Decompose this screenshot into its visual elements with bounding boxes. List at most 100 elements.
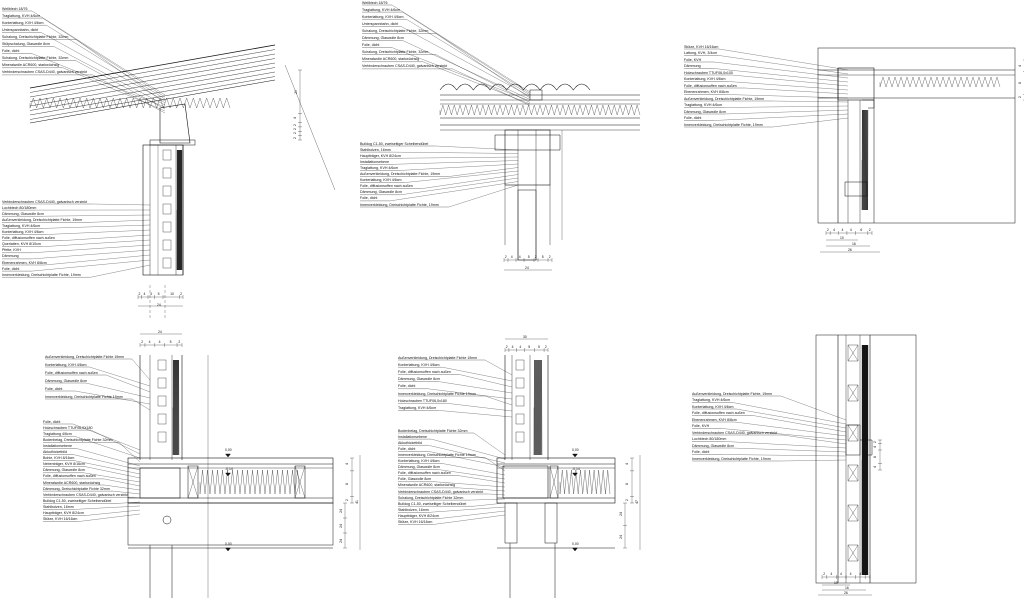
walltop-dim-text: 26 xyxy=(848,248,852,252)
walltop-dim-text: 6 xyxy=(860,228,863,232)
floorr-dim-text: 5 xyxy=(528,345,531,349)
eave-label: Dämmung xyxy=(2,254,19,259)
eave-roof-layer xyxy=(29,53,276,98)
eave-leader-line xyxy=(90,219,151,223)
corner-leader-line xyxy=(732,402,847,425)
walltop-dim-text: 8 xyxy=(1017,81,1022,84)
corner-stud-section xyxy=(847,504,859,522)
floorr-leader-line xyxy=(459,374,513,388)
walltop-leader-line xyxy=(724,109,849,115)
walltop-label: Ebenenrahmen, KVH 8/8cm xyxy=(684,90,729,94)
eave-stud-section xyxy=(162,257,172,269)
floorl-stud-section xyxy=(157,359,167,371)
floorr-leader-line xyxy=(442,367,513,382)
eave-stud-section xyxy=(162,167,172,179)
floorl-dim-text: 24 xyxy=(158,330,162,334)
floorr-label: Innenverkleidung, Dreischichtplatte Fich… xyxy=(398,391,476,396)
corner-label: Folie, dicht xyxy=(692,450,710,454)
floorl-label: Traglattung 4/6cm xyxy=(43,431,72,436)
corner-dim-text: 10 xyxy=(834,581,838,585)
eave-stud-section xyxy=(162,149,172,161)
ridge-leader-line xyxy=(391,151,519,154)
floorr-dim-text: 2 xyxy=(505,345,508,349)
floorl-label: Stahlbolzen, 16mm xyxy=(43,504,74,509)
floorl-label: Verbinderschrauben CSAS-D440, galvanisch… xyxy=(43,492,129,497)
walltop-dim-text: 16 xyxy=(852,242,856,246)
floorr-leader-line xyxy=(488,493,506,496)
floorr-leader-line xyxy=(442,463,506,476)
floorr-dim-text: 47 xyxy=(634,500,639,504)
walltop-label: Lattung, KVH, 3/4cm xyxy=(684,51,718,55)
floorl-label: Dämmung, Dreischichtplatte Fichte 32mm xyxy=(43,486,110,491)
eave-leader-line xyxy=(92,203,151,206)
ridge-leader-line xyxy=(391,47,531,102)
corner-leader-line xyxy=(734,421,847,437)
floorl-leader-line xyxy=(91,429,141,455)
floorr-label: Akkuthicketbild xyxy=(398,440,422,445)
floorl-dim-text: 2 xyxy=(178,340,181,344)
floorl-leader-line xyxy=(89,366,151,387)
floorl-dim-text: 24 xyxy=(338,508,343,513)
ridge-label: Folie, dicht xyxy=(362,43,380,48)
walltop-leader-line xyxy=(713,68,849,83)
eave-dim-text: 2 xyxy=(292,123,297,126)
eave-roof-layer xyxy=(29,49,276,93)
ridge-dim-text: 4 xyxy=(510,255,513,259)
floorl-leader-line xyxy=(118,501,141,504)
floorl-label: Stütze, KVH 16/16cm xyxy=(43,517,78,522)
floorr-dim-text: 24 xyxy=(618,534,623,539)
floorl-leader-line xyxy=(85,509,141,516)
walltop-dim-text: 2 xyxy=(868,228,871,232)
floorl-label: Konterlattung, KVH 4/6cm xyxy=(45,362,87,367)
floorr-leader-line xyxy=(427,388,513,400)
corner-dim-text: 2 xyxy=(872,440,877,443)
ridge-leader-line xyxy=(404,170,519,183)
eave-dim-text: 4 xyxy=(292,117,297,120)
eave-dim-text: 2 xyxy=(180,292,183,296)
floorr-leader-line xyxy=(484,457,506,472)
floorr-stud-section xyxy=(515,359,525,371)
corner-dim-text: 2 xyxy=(823,572,826,576)
eave-label: Ebenenrahmen, KVH 8/8cm xyxy=(2,260,47,265)
floorl-dim-text: 24 xyxy=(338,538,343,543)
eave-stud-section xyxy=(162,185,172,197)
floorr-main-beam-left xyxy=(504,502,518,544)
floorr-label: Folie, Glaswolle 8cm xyxy=(398,477,432,482)
floorr-edge-beam xyxy=(502,465,549,499)
floorr-label: Außenverkleidung, Dreischichtplatte Fich… xyxy=(398,355,478,360)
floorr-leader-line xyxy=(438,381,513,394)
ridge-label: Bulldog C1-50, zweiseitiger Scheibendübe… xyxy=(360,141,429,146)
floorr-leader-line xyxy=(440,510,506,519)
eave-dim-text: 24 xyxy=(157,303,161,307)
eave-leader-line xyxy=(46,229,151,235)
floorl-label: Bohle, KVH 8/16cm xyxy=(43,456,75,461)
ridge-leader-line xyxy=(402,11,531,94)
floorr-dim-text: 2 xyxy=(544,345,547,349)
corner-label: Verbinderschrauben CSAS-D440, galvanisch… xyxy=(692,430,778,435)
corner-dim-text: 8 xyxy=(872,455,877,458)
walltop-beam-section xyxy=(837,67,875,101)
eave-dim-text: 2 xyxy=(292,128,297,131)
floorl-leader-line xyxy=(72,423,141,451)
ridge-dim-text: 2 xyxy=(548,255,551,259)
ridge-label: Wellblech 18/76 xyxy=(362,0,388,5)
eave-leader-line xyxy=(42,239,151,247)
ridge-dim-text: 2 xyxy=(504,255,507,259)
floorr-label: Mineralwolle ACR600, starkwüchsig xyxy=(398,483,456,488)
floorr-label: Bodenbelag, Dreischichtplatte Fichte 32m… xyxy=(398,428,468,433)
floorr-dim-text: 4 xyxy=(519,345,522,349)
corner-dim-text: 4 xyxy=(859,572,862,576)
corner-leader-line xyxy=(721,454,847,457)
floorl-label: Außenverkleidung, Dreischichtplatte Fich… xyxy=(45,354,125,359)
eave-label: Unterspannbahn, dicht xyxy=(2,27,39,32)
eave-dim-line xyxy=(284,64,336,191)
floorl-level-marker xyxy=(225,453,231,458)
floorl-leader-line xyxy=(118,442,141,463)
floorr-dim-text: 0,00 xyxy=(572,448,579,452)
floorr-leader-line xyxy=(438,469,506,480)
ridge-dim-text: 2 xyxy=(534,255,537,259)
ridge-label: Folie, diffusionsoffen nach außen xyxy=(360,184,413,189)
eave-label: Dämmung, Glaswolle 8cm xyxy=(2,211,44,216)
eave-leader-line xyxy=(44,254,151,266)
floorr-dim-text: 0,00 xyxy=(572,542,579,546)
